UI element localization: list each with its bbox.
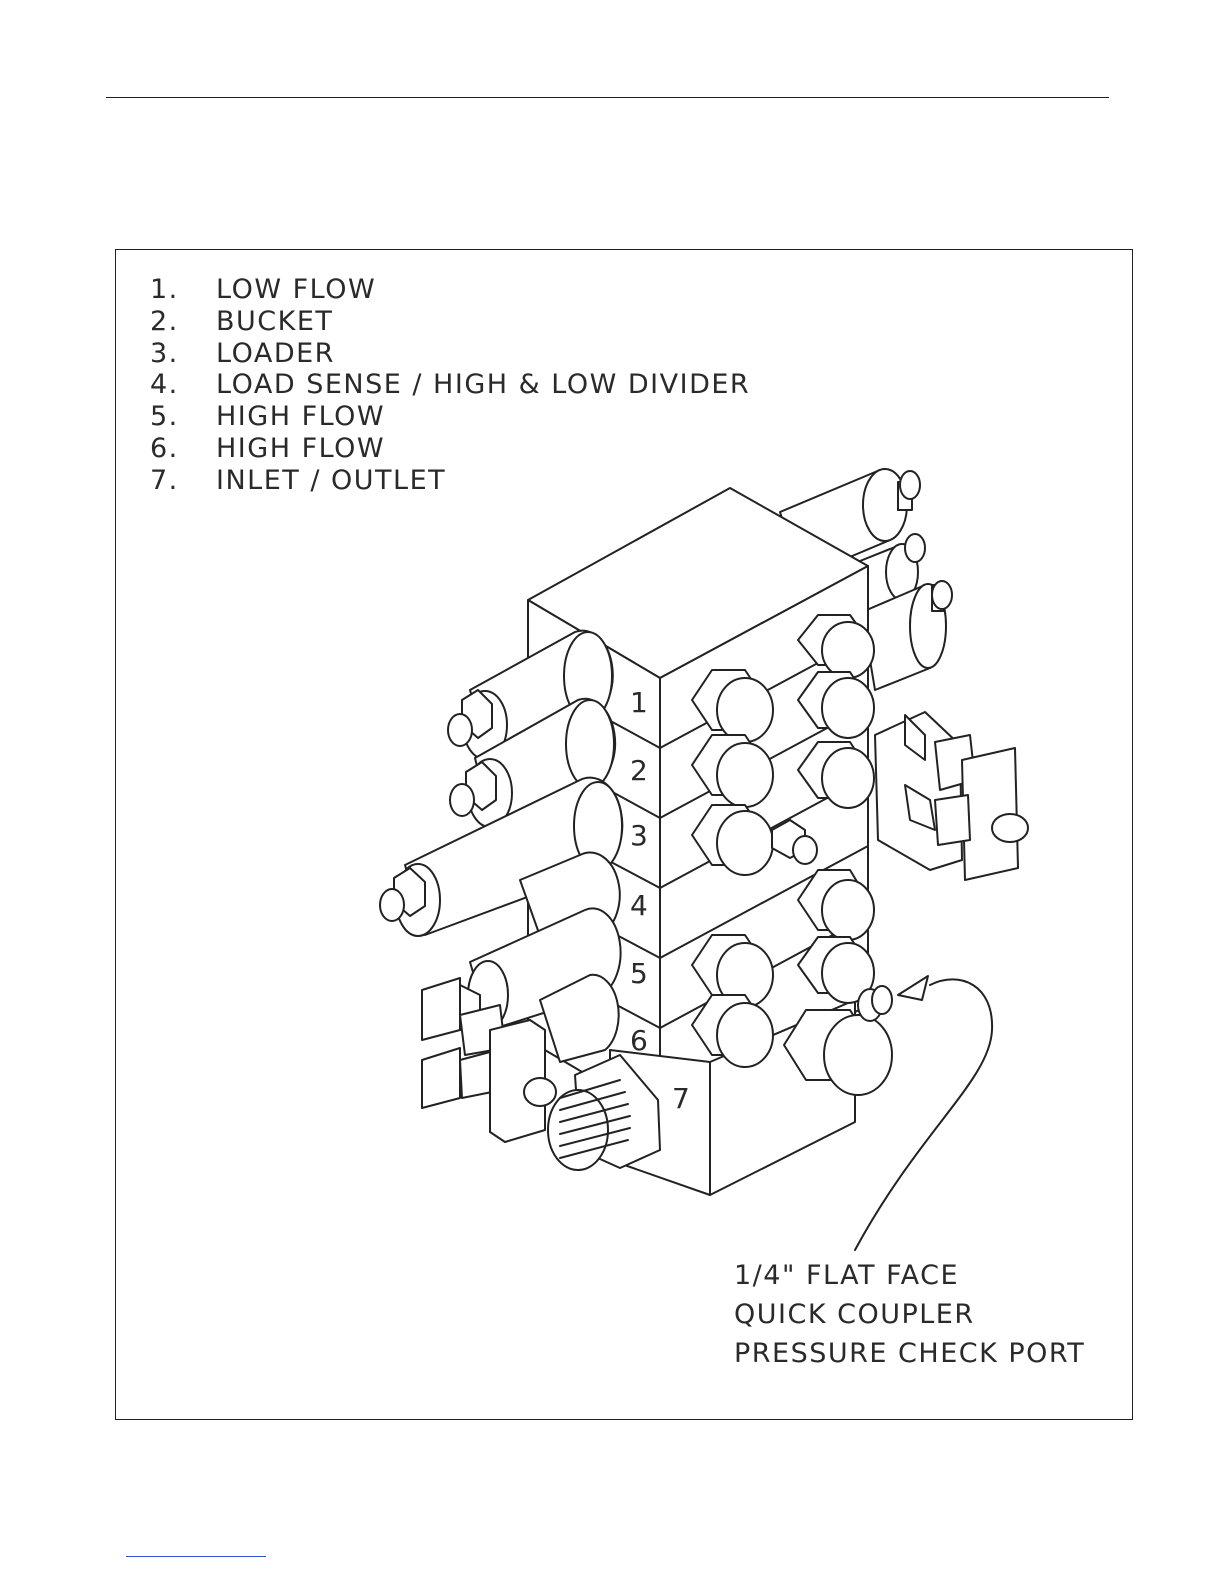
- section-label: 4: [630, 889, 648, 922]
- footer-link-underline[interactable]: [126, 1556, 266, 1557]
- callout-arrow-head: [898, 976, 928, 1000]
- section-label: 5: [630, 957, 648, 990]
- side-fitting: [875, 712, 1028, 880]
- pressure-check-port: [858, 986, 892, 1021]
- callout-line: PRESSURE CHECK PORT: [734, 1334, 1085, 1373]
- section-label: 2: [630, 754, 648, 787]
- callout-line: QUICK COUPLER: [734, 1295, 1085, 1334]
- section-label: 7: [672, 1082, 690, 1115]
- section-label: 1: [630, 686, 648, 719]
- section-label: 6: [630, 1024, 648, 1057]
- callout-label: 1/4" FLAT FACE QUICK COUPLER PRESSURE CH…: [734, 1256, 1085, 1373]
- callout-line: 1/4" FLAT FACE: [734, 1256, 1085, 1295]
- section-label: 3: [630, 819, 648, 852]
